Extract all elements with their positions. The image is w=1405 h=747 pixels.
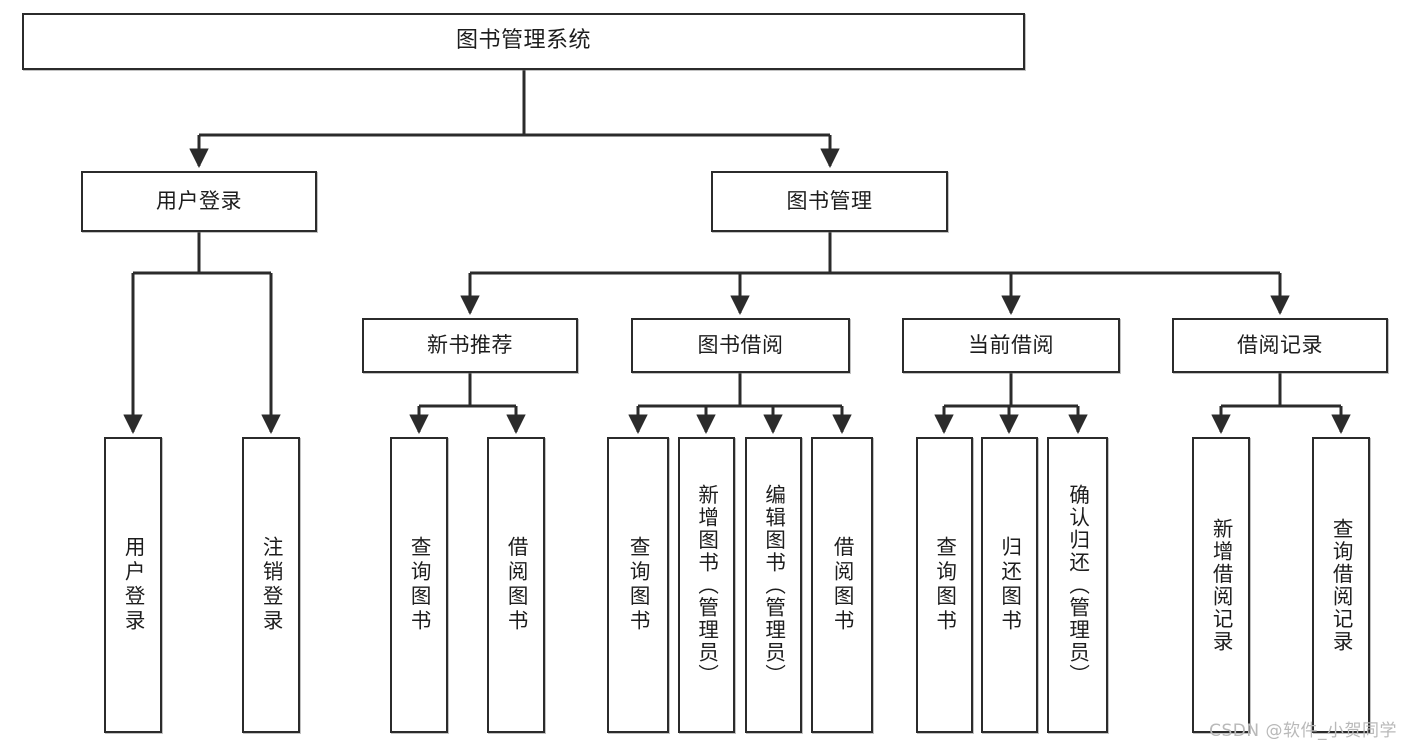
node-new-book-recommend[interactable]: 新书推荐: [362, 318, 578, 373]
node-leaf-confirm-return-admin[interactable]: 确认归还（管理员）: [1047, 437, 1108, 733]
node-borrow-record[interactable]: 借阅记录: [1172, 318, 1388, 373]
node-user-login[interactable]: 用户登录: [81, 171, 317, 232]
node-leaf-borrow-book[interactable]: 借阅图书: [811, 437, 873, 733]
watermark-label: CSDN @软件_小贺同学: [1209, 721, 1397, 741]
node-leaf-add-book-admin[interactable]: 新增图书（管理员）: [678, 437, 735, 733]
node-book-borrow[interactable]: 图书借阅: [631, 318, 850, 373]
node-leaf-edit-book-admin[interactable]: 编辑图书（管理员）: [745, 437, 802, 733]
node-leaf-query-book-recommend[interactable]: 查询图书: [390, 437, 448, 733]
node-leaf-borrow-book-recommend[interactable]: 借阅图书: [487, 437, 545, 733]
node-current-borrow[interactable]: 当前借阅: [902, 318, 1120, 373]
node-root[interactable]: 图书管理系统: [22, 13, 1025, 70]
node-leaf-user-logout[interactable]: 注销登录: [242, 437, 300, 733]
node-book-management[interactable]: 图书管理: [711, 171, 948, 232]
node-leaf-query-book-borrow[interactable]: 查询图书: [607, 437, 669, 733]
node-leaf-query-book-current[interactable]: 查询图书: [916, 437, 973, 733]
node-leaf-query-borrow-record[interactable]: 查询借阅记录: [1312, 437, 1370, 733]
node-leaf-add-borrow-record[interactable]: 新增借阅记录: [1192, 437, 1250, 733]
node-leaf-return-book[interactable]: 归还图书: [981, 437, 1038, 733]
node-leaf-user-login[interactable]: 用户登录: [104, 437, 162, 733]
